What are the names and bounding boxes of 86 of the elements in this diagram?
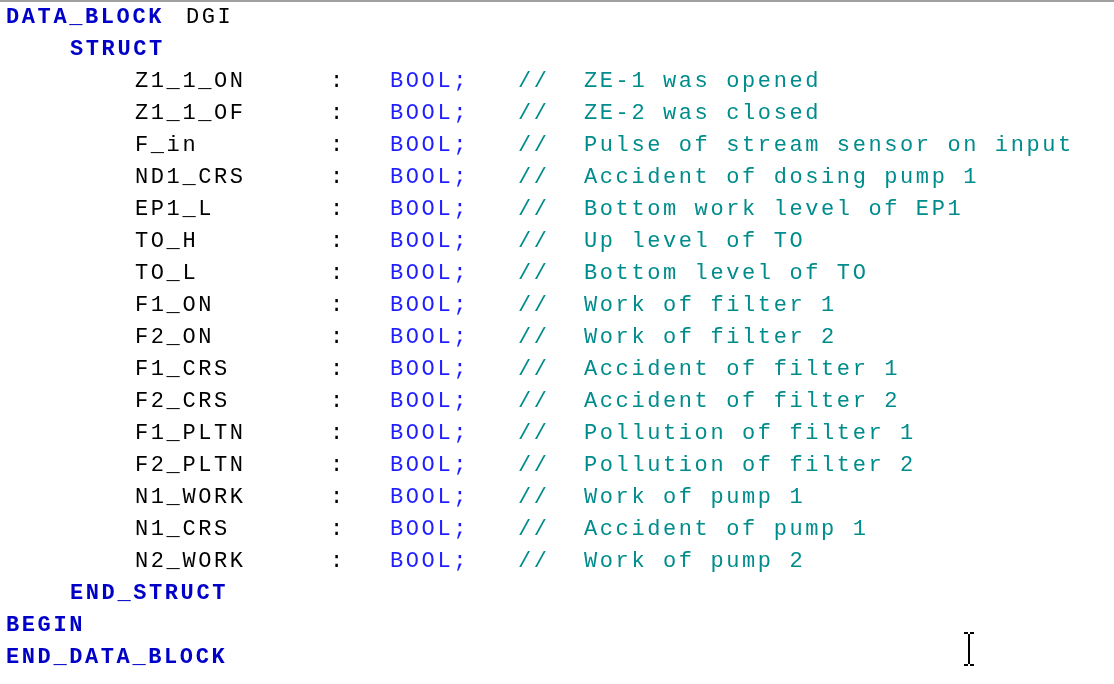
- type-keyword: BOOL;: [390, 485, 469, 511]
- comment-marker: //: [518, 421, 550, 447]
- variable-name: N1_WORK: [135, 485, 246, 511]
- colon-separator: :: [330, 197, 346, 223]
- comment-marker: //: [518, 549, 550, 575]
- keyword: END_STRUCT: [70, 581, 229, 607]
- type-keyword: BOOL;: [390, 421, 469, 447]
- comment-marker: //: [518, 453, 550, 479]
- type-keyword: BOOL;: [390, 229, 469, 255]
- variable-name: F1_ON: [135, 293, 214, 319]
- comment-marker: //: [518, 197, 550, 223]
- variable-name: N1_CRS: [135, 517, 230, 543]
- variable-name: TO_L: [135, 261, 199, 287]
- variable-name: F2_PLTN: [135, 453, 246, 479]
- comment-marker: //: [518, 165, 550, 191]
- colon-separator: :: [330, 517, 346, 543]
- colon-separator: :: [330, 453, 346, 479]
- keyword: DATA_BLOCK: [6, 5, 165, 31]
- variable-name: EP1_L: [135, 197, 214, 223]
- comment-text: Accident of pump 1: [584, 517, 869, 543]
- comment-text: Accident of filter 2: [584, 389, 901, 415]
- keyword: STRUCT: [70, 37, 165, 63]
- variable-name: N2_WORK: [135, 549, 246, 575]
- colon-separator: :: [330, 293, 346, 319]
- comment-marker: //: [518, 517, 550, 543]
- comment-marker: //: [518, 357, 550, 383]
- type-keyword: BOOL;: [390, 165, 469, 191]
- comment-text: Up level of TO: [584, 229, 806, 255]
- colon-separator: :: [330, 261, 346, 287]
- comment-text: Work of pump 1: [584, 485, 806, 511]
- type-keyword: BOOL;: [390, 517, 469, 543]
- comment-text: ZE-1 was opened: [584, 69, 822, 95]
- comment-marker: //: [518, 293, 550, 319]
- colon-separator: :: [330, 485, 346, 511]
- type-keyword: BOOL;: [390, 357, 469, 383]
- variable-name: ND1_CRS: [135, 165, 246, 191]
- variable-name: F2_CRS: [135, 389, 230, 415]
- comment-marker: //: [518, 229, 550, 255]
- comment-text: ZE-2 was closed: [584, 101, 822, 127]
- colon-separator: :: [330, 229, 346, 255]
- colon-separator: :: [330, 325, 346, 351]
- comment-marker: //: [518, 485, 550, 511]
- comment-marker: //: [518, 69, 550, 95]
- type-keyword: BOOL;: [390, 325, 469, 351]
- comment-marker: //: [518, 133, 550, 159]
- comment-marker: //: [518, 261, 550, 287]
- colon-separator: :: [330, 165, 346, 191]
- comment-text: Pollution of filter 1: [584, 421, 916, 447]
- type-keyword: BOOL;: [390, 133, 469, 159]
- type-keyword: BOOL;: [390, 101, 469, 127]
- type-keyword: BOOL;: [390, 261, 469, 287]
- keyword: END_DATA_BLOCK: [6, 645, 228, 671]
- colon-separator: :: [330, 549, 346, 575]
- type-keyword: BOOL;: [390, 389, 469, 415]
- type-keyword: BOOL;: [390, 453, 469, 479]
- variable-name: F2_ON: [135, 325, 214, 351]
- type-keyword: BOOL;: [390, 549, 469, 575]
- comment-text: Pulse of stream sensor on input: [584, 133, 1074, 159]
- type-keyword: BOOL;: [390, 197, 469, 223]
- type-keyword: BOOL;: [390, 293, 469, 319]
- colon-separator: :: [330, 421, 346, 447]
- colon-separator: :: [330, 133, 346, 159]
- comment-text: Bottom work level of EP1: [584, 197, 964, 223]
- type-keyword: BOOL;: [390, 69, 469, 95]
- variable-name: TO_H: [135, 229, 199, 255]
- comment-text: Pollution of filter 2: [584, 453, 916, 479]
- colon-separator: :: [330, 69, 346, 95]
- comment-text: Accident of dosing pump 1: [584, 165, 980, 191]
- comment-marker: //: [518, 101, 550, 127]
- variable-name: Z1_1_ON: [135, 69, 246, 95]
- keyword: BEGIN: [6, 613, 85, 639]
- variable-name: F1_PLTN: [135, 421, 246, 447]
- comment-text: Work of filter 1: [584, 293, 837, 319]
- comment-marker: //: [518, 325, 550, 351]
- variable-name: F1_CRS: [135, 357, 230, 383]
- colon-separator: :: [330, 101, 346, 127]
- colon-separator: :: [330, 389, 346, 415]
- comment-text: Accident of filter 1: [584, 357, 901, 383]
- variable-name: F_in: [135, 133, 199, 159]
- comment-text: Bottom level of TO: [584, 261, 869, 287]
- colon-separator: :: [330, 357, 346, 383]
- comment-text: Work of filter 2: [584, 325, 837, 351]
- comment-text: Work of pump 2: [584, 549, 806, 575]
- block-name: DGI: [186, 5, 234, 31]
- variable-name: Z1_1_OF: [135, 101, 246, 127]
- comment-marker: //: [518, 389, 550, 415]
